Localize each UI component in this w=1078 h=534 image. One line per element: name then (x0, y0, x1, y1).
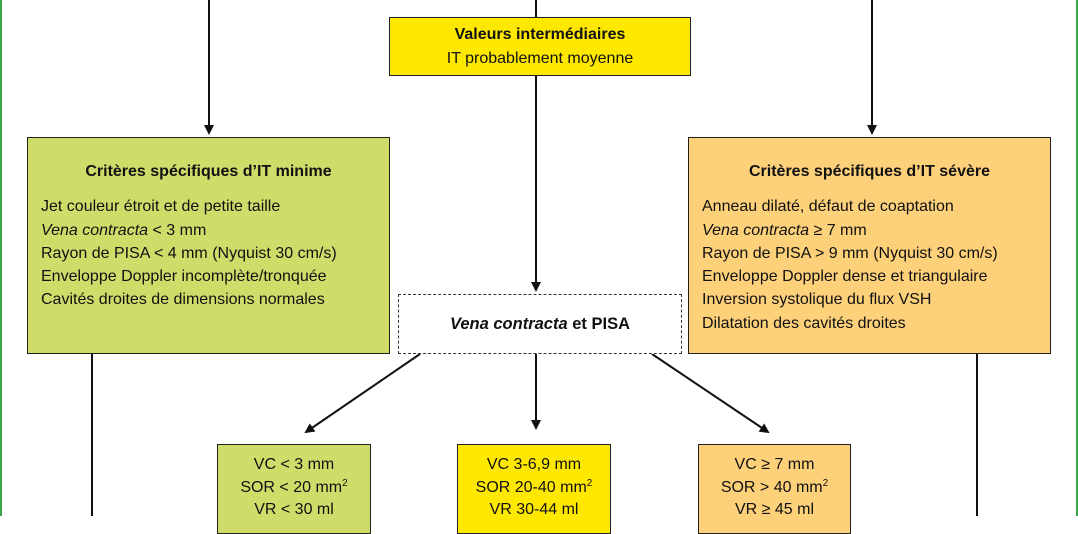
minimal-criteria-box: Critères spécifiques d’IT minime Jet cou… (27, 137, 390, 354)
severe-criterion: Anneau dilaté, défaut de coaptation (702, 198, 954, 216)
severe-criterion: Rayon de PISA > 9 mm (Nyquist 30 cm/s) (702, 244, 998, 262)
high-vc: VC ≥ 7 mm (734, 456, 815, 473)
mid-sor: SOR 20-40 mm2 (475, 477, 593, 496)
minimal-criteria-title: Critères spécifiques d’IT minime (85, 163, 332, 180)
severe-criterion: Vena contracta ≥ 7 mm (702, 221, 867, 239)
severe-criterion: Enveloppe Doppler dense et triangulaire (702, 268, 988, 286)
minimal-criterion: Vena contracta < 3 mm (41, 221, 207, 239)
intermediate-title: Valeurs intermédiaires (454, 26, 626, 43)
low-vr: VR < 30 ml (254, 501, 334, 518)
mid-vr: VR 30-44 ml (489, 501, 579, 518)
low-values-box: VC < 3 mm SOR < 20 mm2 VR < 30 ml (217, 444, 371, 534)
method-box: Vena contracta et PISA (398, 294, 682, 354)
high-vr: VR ≥ 45 ml (734, 501, 815, 518)
severe-criteria-title: Critères spécifiques d’IT sévère (749, 163, 990, 180)
intermediate-values-box: Valeurs intermédiaires IT probablement m… (389, 17, 691, 76)
diagram-frame (0, 0, 1078, 516)
minimal-criterion: Enveloppe Doppler incomplète/tronquée (41, 268, 327, 286)
severe-criteria-box: Critères spécifiques d’IT sévère Anneau … (688, 137, 1051, 354)
mid-vc: VC 3-6,9 mm (486, 456, 582, 473)
minimal-criterion: Rayon de PISA < 4 mm (Nyquist 30 cm/s) (41, 244, 337, 262)
low-sor: SOR < 20 mm2 (240, 477, 348, 496)
low-vc: VC < 3 mm (253, 456, 335, 473)
mid-values-box: VC 3-6,9 mm SOR 20-40 mm2 VR 30-44 ml (457, 444, 611, 534)
arrow-to-low (304, 353, 421, 434)
method-label: et PISA (567, 315, 631, 333)
minimal-criterion: Cavités droites de dimensions normales (41, 291, 325, 309)
intermediate-subtitle: IT probablement moyenne (446, 50, 634, 67)
severe-criterion: Dilatation des cavités droites (702, 314, 906, 332)
minimal-criterion: Jet couleur étroit et de petite taille (41, 198, 281, 216)
severe-criterion: Inversion systolique du flux VSH (702, 291, 932, 309)
arrow-to-high (651, 353, 770, 434)
high-sor: SOR > 40 mm2 (720, 477, 829, 496)
connector-layer (91, 0, 978, 516)
method-italic-label: Vena contracta (449, 315, 568, 333)
high-values-box: VC ≥ 7 mm SOR > 40 mm2 VR ≥ 45 ml (698, 444, 851, 534)
